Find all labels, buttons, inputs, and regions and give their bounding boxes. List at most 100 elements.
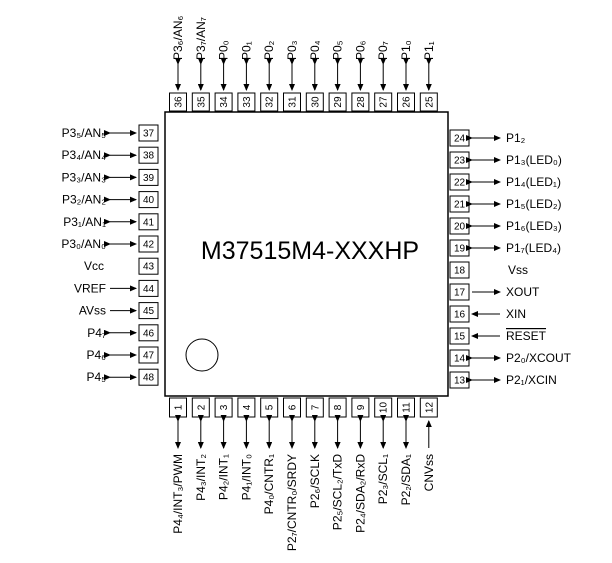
pin-label: P3₃/AN₃ [62, 170, 107, 184]
pin-label: P3₁/AN₁ [63, 215, 106, 229]
pin-number: 31 [288, 96, 299, 108]
pin-number-box [169, 92, 187, 112]
pin-number-box [397, 92, 415, 112]
pin-number: 48 [143, 373, 155, 384]
pin-label: AVss [79, 304, 106, 318]
pin-number: 8 [333, 404, 344, 410]
pin-number: 9 [356, 404, 367, 410]
pin-number: 35 [196, 96, 207, 108]
pin-number-box [419, 397, 438, 418]
pin-label: P2₄/SDA₂/RxD [353, 454, 367, 533]
pin-number: 36 [174, 96, 185, 108]
pin-number: 39 [143, 173, 155, 184]
pin-number-box [138, 146, 159, 164]
pin-number: 42 [143, 240, 155, 251]
pin-label: P2₇/CNTR₀/SRDY [285, 454, 299, 551]
pin-label: P4₇ [87, 326, 106, 340]
pin-label: P1₇(LED₄) [506, 241, 561, 255]
pin-number: 32 [265, 96, 276, 108]
pin-number: 18 [454, 266, 466, 277]
pin-label: P3₅/AN₅ [62, 126, 107, 140]
pin-label: P4₆ [86, 348, 106, 362]
pin-label: Vcc [84, 259, 104, 273]
chip-part-number: M37515M4-XXXHP [201, 237, 419, 265]
pin-number: 10 [379, 402, 390, 414]
pin-number: 12 [424, 402, 435, 414]
pin1-marker-dot [185, 338, 219, 372]
pin-label: P4₄/INT₃/PWM [171, 454, 185, 534]
pin-label: P4₂/INT₁ [217, 454, 231, 500]
pin-label: P0₄ [308, 40, 322, 60]
pin-number: 23 [454, 156, 466, 167]
pin-label: XIN [506, 307, 526, 321]
pin-number: 25 [424, 96, 435, 108]
pin-number: 16 [454, 310, 466, 321]
pin-number-box [138, 324, 159, 342]
pin-number-box [138, 346, 159, 364]
pin-label: XOUT [506, 285, 540, 299]
pin-label: P0₂ [262, 40, 276, 60]
pin-label: RESET [506, 329, 547, 343]
pin-label: CNVss [422, 454, 436, 491]
pin-number: 19 [454, 244, 466, 255]
pin-number: 41 [143, 217, 155, 228]
pin-number-box [191, 92, 210, 112]
pin-label: VREF [74, 281, 106, 295]
pin-number: 14 [454, 354, 466, 365]
pin-number-box [138, 368, 159, 386]
pin-number: 20 [454, 222, 466, 233]
pin-number-box [138, 302, 159, 320]
bottom-pins: 1P4₄/INT₃/PWM2P4₃/INT₂3P4₂/INT₁4P4₁/INT₀… [169, 397, 438, 551]
pin-label: P2₁/XCIN [506, 373, 557, 387]
pin-number: 46 [143, 328, 155, 339]
pin-label: P2₅/SCL₂/TxD [331, 454, 345, 531]
pin-number: 15 [454, 332, 466, 343]
pin-number-box [449, 305, 470, 323]
pin-number-box [351, 92, 370, 112]
pin-number-box [419, 92, 438, 112]
pin-number: 38 [143, 151, 155, 162]
pin-number-box [283, 92, 301, 112]
pin-number: 29 [333, 96, 344, 108]
pin-number-box [237, 92, 256, 112]
pin-number-box [449, 261, 470, 279]
pin-label: P0₅ [331, 40, 345, 60]
pin-number: 45 [143, 306, 155, 317]
pin-number: 5 [265, 404, 276, 410]
pin-label: P1₆(LED₃) [506, 219, 562, 233]
pin-number-box [449, 283, 470, 301]
pin-label: P0₀ [217, 40, 231, 60]
pin-label: P2₆/SCLK [308, 454, 322, 508]
pin-number: 33 [242, 96, 253, 108]
pin-number: 34 [219, 96, 230, 108]
pin-label: P0₆ [353, 40, 367, 60]
pin-number: 27 [379, 96, 390, 108]
pin-label: P4₃/INT₂ [194, 454, 208, 501]
pin-number: 22 [454, 178, 466, 189]
pin-number: 47 [143, 351, 155, 362]
pin-label: P4₅ [86, 370, 106, 384]
pin-number: 44 [143, 284, 155, 295]
pin-label: P0₇ [376, 41, 390, 60]
pin-label: P1₄(LED₁) [506, 175, 561, 189]
pin-label: P3₂/AN₂ [62, 193, 106, 207]
pin-label: P0₃ [285, 40, 299, 60]
pin-number-box [138, 279, 159, 297]
pin-number: 3 [219, 404, 230, 410]
pin-number: 24 [454, 134, 466, 145]
pin-label: P2₀/XCOUT [506, 351, 572, 365]
pin-label: P3₀/AN₀ [61, 237, 106, 251]
pin-number-box [214, 92, 233, 112]
pin-number: 6 [288, 404, 299, 410]
pin-label: P4₀/CNTR₁ [262, 454, 276, 514]
pin-number-box [305, 92, 324, 112]
pin-label: P1₁ [422, 41, 436, 60]
pin-number: 37 [143, 129, 155, 140]
pin-label: P3₆/AN₆ [171, 15, 185, 60]
pin-label: P3₄/AN₄ [62, 148, 107, 162]
pin-number: 26 [402, 96, 413, 108]
pin-label: P0₁ [239, 41, 253, 60]
pin-label: P4₁/INT₀ [239, 454, 253, 500]
pin-number: 4 [242, 404, 253, 410]
